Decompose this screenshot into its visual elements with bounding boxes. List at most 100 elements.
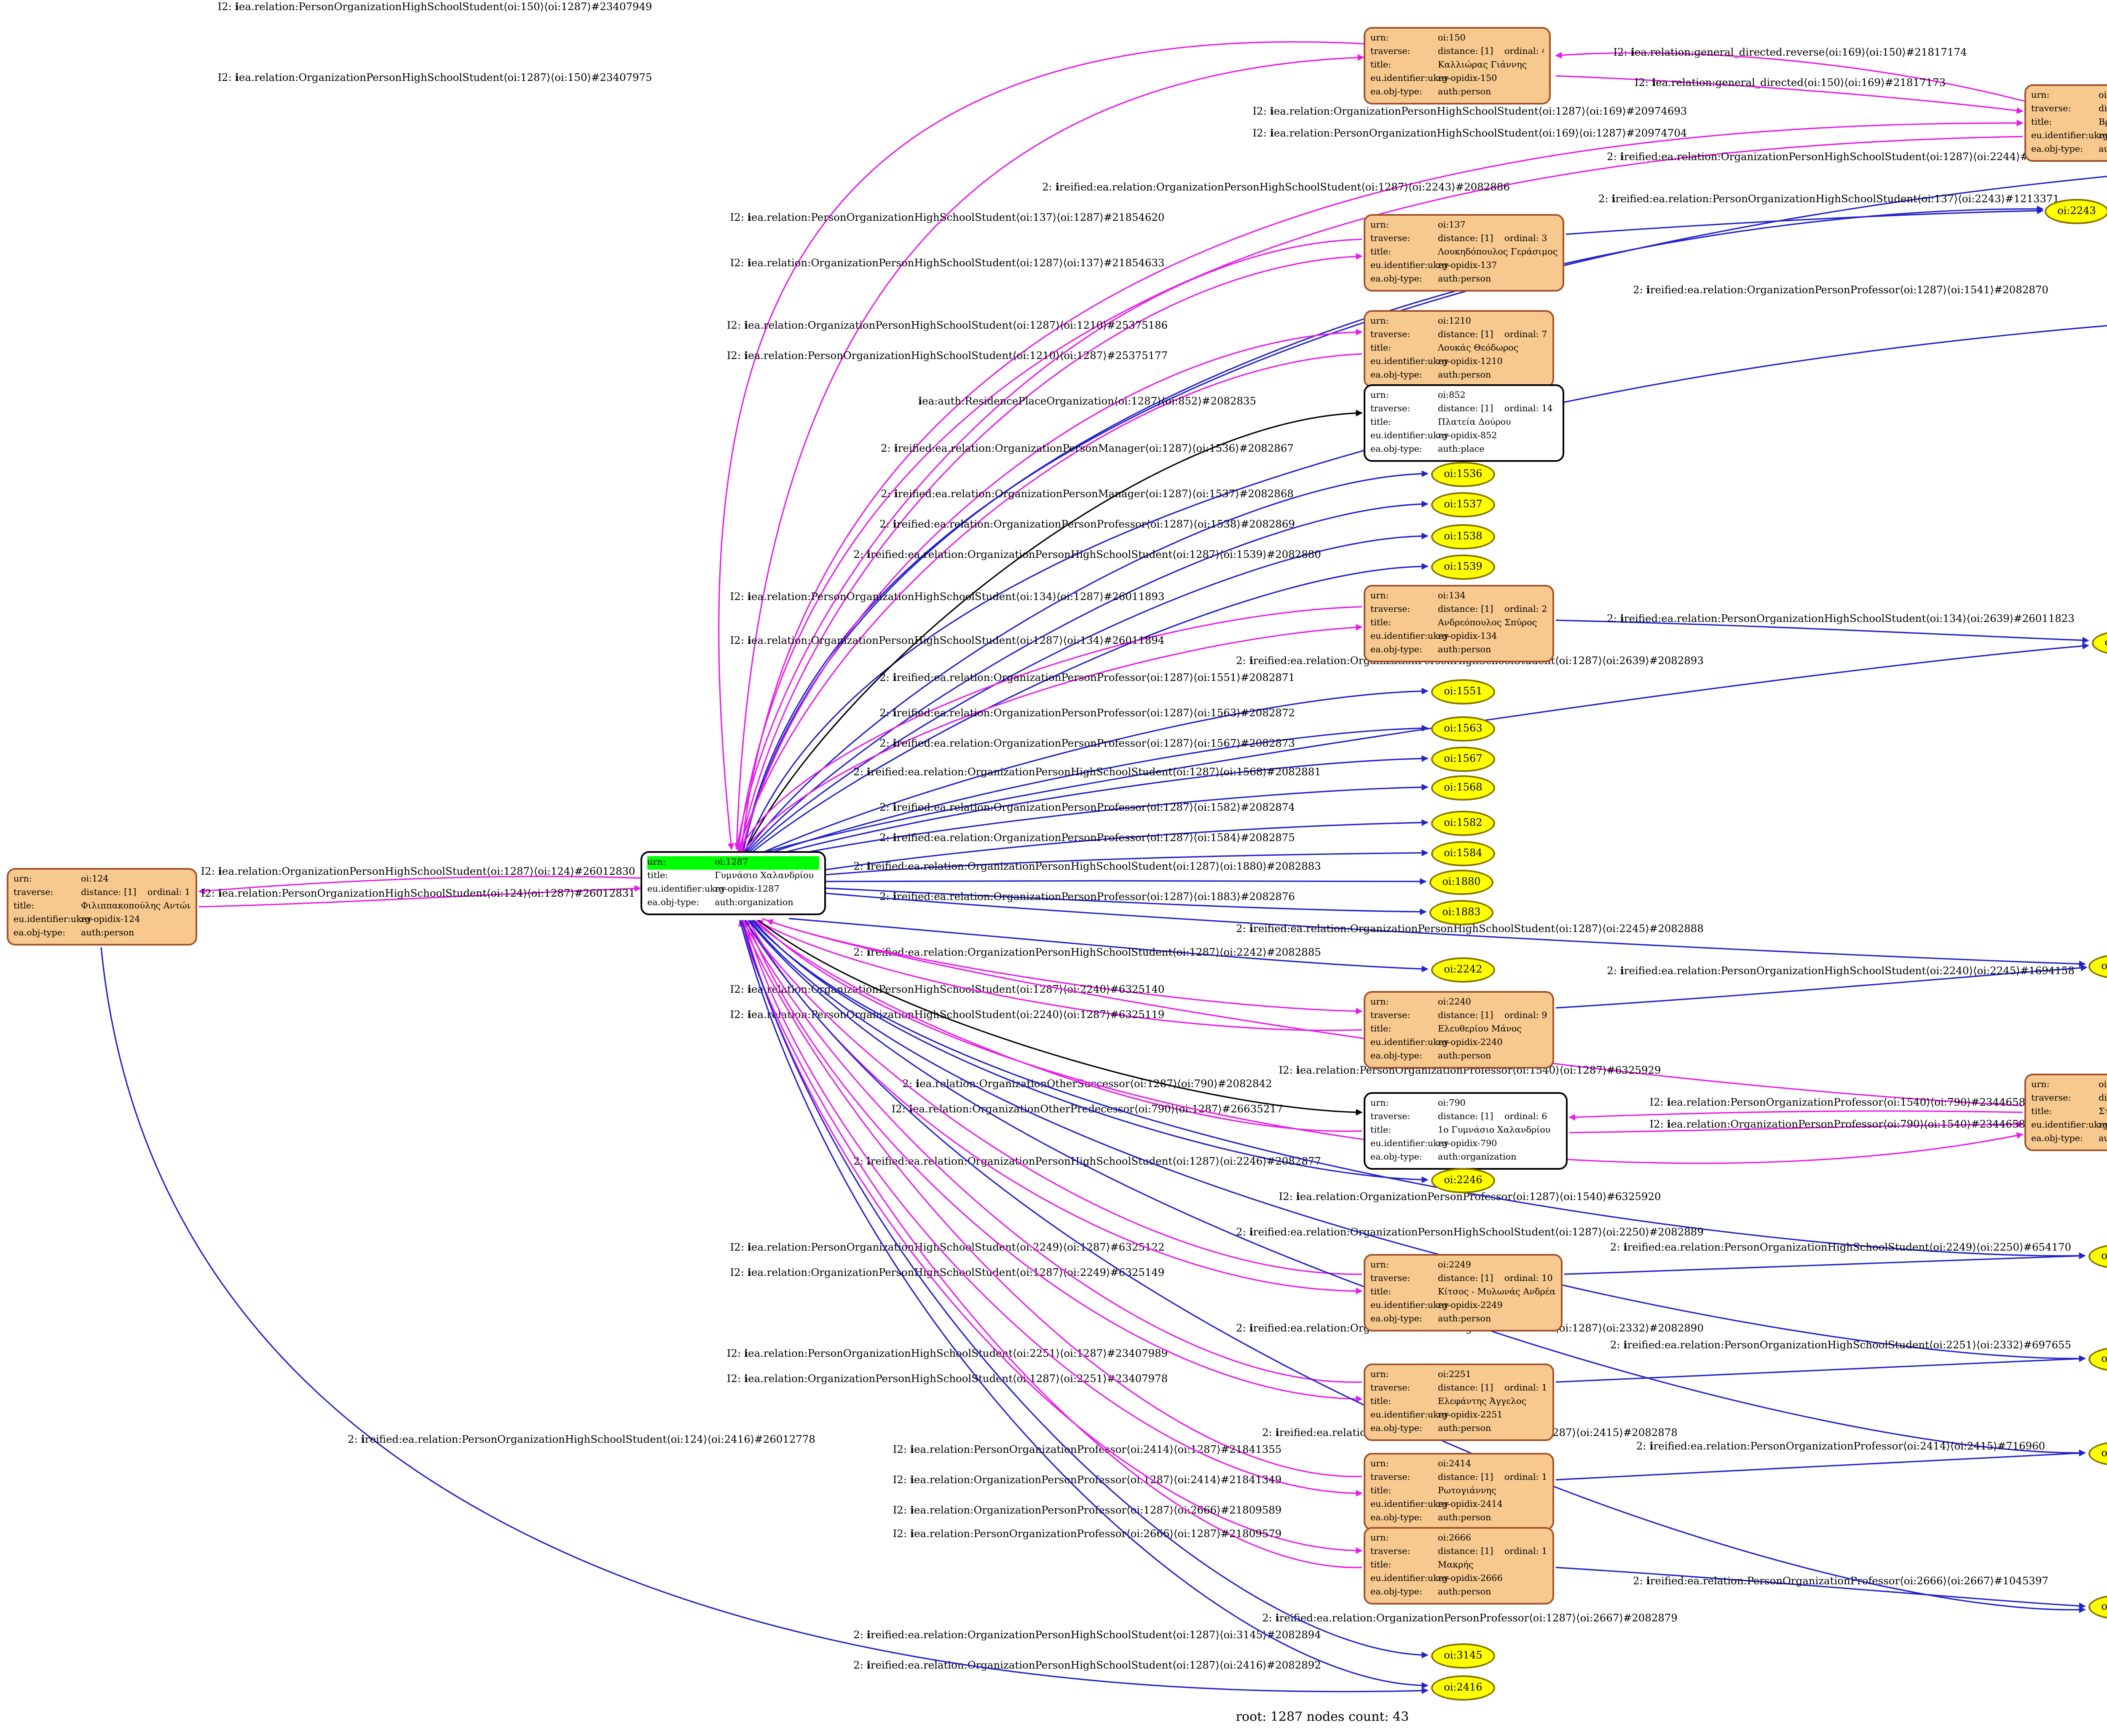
graph-node-oi-169[interactable]: urn:oi:169traverse:distance: [1] ordinal…	[2024, 84, 2107, 162]
graph-node-oi-1539[interactable]: oi:1539	[1431, 554, 1495, 579]
edge-label: 2: ℹreified:ea.relation:PersonOrganizati…	[1598, 193, 2059, 205]
ukey-label: eu.identifier:ukey	[1370, 632, 1449, 643]
node-field-objtype: ea.obj-type:auth:place	[1370, 444, 1557, 458]
urn-value: oi:134	[1438, 591, 1466, 601]
graph-edge	[744, 410, 1363, 852]
node-field-objtype: ea.obj-type:auth:person	[1370, 86, 1544, 100]
edge-label: 2: ℹreified:ea.relation:OrganizationPers…	[879, 801, 1295, 813]
graph-node-oi-1883[interactable]: oi:1883	[1429, 899, 1493, 924]
graph-edge	[746, 784, 1429, 865]
traverse-label: traverse:	[1370, 233, 1410, 244]
graph-edge	[749, 920, 2086, 1362]
urn-value: oi:1210	[1438, 316, 1471, 326]
ukey-label: eu.identifier:ukey	[647, 884, 726, 895]
title-label: title:	[1370, 60, 1391, 71]
graph-edge	[1555, 619, 2089, 644]
edge-label: I2: ℹea.relation:PersonOrganizationProfe…	[893, 1527, 1282, 1540]
graph-node-oi-1536[interactable]: oi:1536	[1431, 461, 1495, 486]
objtype-label: ea.obj-type:	[2031, 145, 2083, 156]
title-value: Πλατεία Δούρου	[1438, 418, 1511, 428]
objtype-label: ea.obj-type:	[1370, 1425, 1423, 1435]
traverse-label: traverse:	[1370, 46, 1410, 57]
objtype-label: ea.obj-type:	[1370, 646, 1423, 656]
ukey-value: rg-opidix-137	[1438, 261, 1497, 272]
graph-node-oi-1880[interactable]: oi:1880	[1429, 869, 1493, 894]
node-field-traverse: traverse:distance: [1] ordinal: 7	[1370, 328, 1547, 342]
graph-node-oi-3145[interactable]: oi:3145	[1431, 1642, 1495, 1668]
traverse-label: traverse:	[1370, 1112, 1410, 1122]
title-label: title:	[1370, 1024, 1391, 1035]
graph-node-oi-1537[interactable]: oi:1537	[1431, 491, 1495, 517]
objtype-label: ea.obj-type:	[1370, 1052, 1423, 1063]
objtype-value: auth:organization	[1438, 1153, 1517, 1164]
edge-label: I2: ℹea.relation:PersonOrganizationHighS…	[727, 1347, 1168, 1359]
urn-value: oi:2414	[1438, 1459, 1471, 1469]
node-field-urn: urn:oi:150	[1370, 31, 1544, 45]
node-field-traverse: traverse:distance: [1] ordinal: 8	[2031, 1092, 2107, 1106]
graph-edge	[741, 119, 2024, 850]
traverse-value: distance: [1] ordinal: 10	[1438, 1273, 1553, 1284]
urn-value: oi:124	[81, 874, 109, 884]
traverse-label: traverse:	[1370, 1546, 1410, 1557]
graph-node-oi-1551[interactable]: oi:1551	[1431, 678, 1495, 704]
objtype-value: auth:person	[81, 929, 134, 940]
ukey-label: eu.identifier:ukey	[2031, 1121, 2107, 1131]
ukey-label: eu.identifier:ukey	[1370, 261, 1449, 272]
node-field-title: title:Γυμνάσιο Χαλανδρίου	[647, 869, 819, 883]
graph-edge	[1566, 207, 2044, 235]
graph-edge	[1555, 75, 2024, 114]
graph-node-oi-2242[interactable]: oi:2242	[1431, 956, 1495, 982]
graph-edge	[737, 353, 1362, 852]
graph-edge	[756, 919, 1362, 1031]
graph-node-oi-1568[interactable]: oi:1568	[1431, 774, 1495, 800]
edge-label: 2: ℹreified:ea.relation:PersonOrganizati…	[348, 1433, 815, 1445]
urn-label: urn:	[1370, 1098, 1389, 1108]
ukey-label: eu.identifier:ukey	[1370, 1500, 1449, 1511]
node-field-title: title:Ανδρεόπουλος Σπύρος	[1370, 617, 1547, 631]
graph-node-oi-1538[interactable]: oi:1538	[1431, 523, 1495, 549]
graph-node-oi-2416[interactable]: oi:2416	[1431, 1674, 1495, 1700]
objtype-value: auth:person	[1438, 88, 1491, 99]
objtype-label: ea.obj-type:	[1370, 1514, 1423, 1524]
title-label: title:	[1370, 247, 1391, 258]
graph-edge	[744, 533, 1429, 857]
ukey-value: rg-opidix-169	[2099, 131, 2107, 142]
graph-node-oi-1582[interactable]: oi:1582	[1431, 810, 1495, 835]
graph-node-oi-2243[interactable]: oi:2243	[2045, 198, 2107, 223]
ukey-label: eu.identifier:ukey	[13, 915, 92, 926]
graph-node-oi-2246[interactable]: oi:2246	[1431, 1167, 1495, 1192]
ukey-value: rg-opidix-790	[1438, 1139, 1497, 1150]
title-label: title:	[1370, 1125, 1391, 1136]
objtype-label: ea.obj-type:	[1370, 275, 1423, 286]
graph-node-oi-1540[interactable]: urn:oi:1540traverse:distance: [1] ordina…	[2024, 1074, 2107, 1152]
graph-edge	[739, 253, 1363, 850]
graph-edge	[826, 892, 2086, 967]
graph-node-oi-1584[interactable]: oi:1584	[1431, 840, 1495, 865]
node-field-title: title:Ρωτογιάννης	[1370, 1485, 1547, 1499]
edge-label: I2: ℹea.relation:PersonOrganizationHighS…	[201, 887, 635, 899]
urn-value: oi:2249	[1438, 1260, 1471, 1270]
graph-node-oi-1567[interactable]: oi:1567	[1431, 746, 1495, 771]
objtype-label: ea.obj-type:	[2031, 1135, 2083, 1145]
urn-value: oi:1540	[2099, 1080, 2107, 1090]
node-field-title: title:Φιλιππακοπούλης Αντώνης	[13, 900, 190, 914]
traverse-value: distance: [1] ordinal: 4	[1438, 46, 1544, 57]
edge-label: 2: ℹreified:ea.relation:OrganizationPers…	[853, 548, 1321, 560]
graph-node-oi-1563[interactable]: oi:1563	[1431, 715, 1495, 741]
traverse-label: traverse:	[1370, 404, 1410, 414]
